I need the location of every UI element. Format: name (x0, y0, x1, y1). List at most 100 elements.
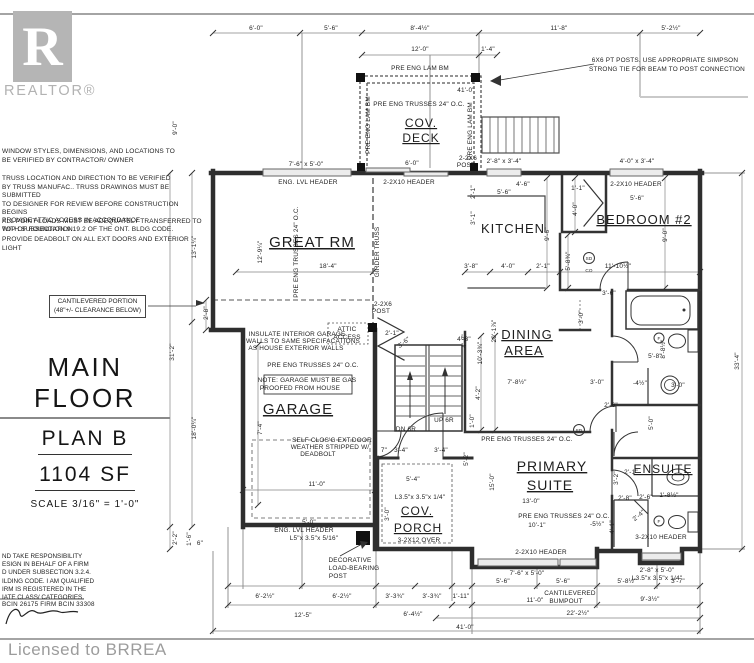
dimension-text: 3'-0" (590, 379, 604, 386)
patio-door (365, 167, 411, 173)
ensuite-sink-basin (671, 472, 685, 482)
dimension-text: 33'-4" (734, 352, 741, 369)
room-label-great-rm: GREAT RM (269, 234, 355, 251)
dimension-text: 2'-1" (385, 330, 399, 337)
room-label-ensuite: ENSUITE (633, 462, 692, 476)
dimension-text: 7'-6" x 5'-0" (510, 570, 545, 577)
dimension-text: 31'-2" (169, 343, 176, 360)
window-great-rm (262, 168, 352, 177)
girder-post (368, 323, 377, 332)
toilet-ensuite (687, 511, 699, 533)
plan-label: AS HOUSE EXTERIOR WALLS (248, 345, 343, 352)
plan-title: MAIN FLOOR (0, 352, 170, 419)
plan-label: LOAD-BEARING (329, 565, 380, 572)
patio-door (403, 171, 449, 177)
plan-text-layer: 6'-0"5'-6"8'-4½"11'-8"5'-2½"12'-0"1'-4"P… (169, 24, 745, 631)
plan-label: PRE ENG LAM BM (391, 65, 449, 72)
dimension-lines (169, 32, 743, 632)
plan-label: INSULATE INTERIOR GARAGE (248, 331, 345, 338)
plan-label: ENG. LVL HEADER (274, 527, 334, 534)
dimension-text: 12'-9¼" (257, 240, 264, 263)
dimension-text: 10'-3¾" (477, 341, 484, 364)
dimension-text: 9'-0" (662, 228, 669, 242)
dimension-text: 2'-8" (203, 306, 210, 320)
dimension-text: 18'-0¼" (191, 416, 198, 439)
realtor-logo-letter: R (22, 15, 63, 78)
dimension-text: 5'-0" (648, 416, 655, 430)
dimension-text: 2'-1" (536, 263, 550, 270)
dimension-text: 41'-0" (457, 87, 474, 94)
dimension-text: 5'-6" (630, 195, 644, 202)
plan-label: 3-2X10 HEADER (635, 534, 687, 541)
doors (374, 261, 639, 497)
dimension-text: -5½" (590, 520, 604, 528)
dimension-text: 1'-4" (481, 46, 495, 53)
shower-door (633, 499, 649, 515)
leader-arrow (490, 75, 501, 86)
dimension-text: 12'-5" (294, 612, 311, 619)
plan-label: PRE ENG TRUSSES 24" O.C. (293, 206, 300, 297)
dimension-text: CO (585, 268, 593, 273)
dimension-text: 3'-6" (397, 336, 412, 350)
plan-label: DN 6R (396, 426, 416, 433)
plan-label: CANTILEVERED (544, 590, 596, 597)
dimension-text: 10'-1" (528, 522, 545, 529)
dimension-text: 3'-3¾" (385, 593, 404, 600)
dimension-text: 2'-8" x 3'-4" (487, 158, 522, 165)
plan-label: ACCESS (333, 334, 360, 341)
plan-label: UP 6R (434, 417, 454, 424)
dimension-text: 2'-6" (639, 494, 653, 501)
plan-label: PRE ENG LAM BM (467, 102, 474, 160)
dimension-text: 7" (381, 447, 387, 454)
dimension-text: 41'-0" (456, 624, 473, 631)
page-border-lines (0, 13, 754, 640)
dimension-text: 11'-10½" (605, 262, 631, 270)
leader-arrow (196, 300, 205, 306)
dimension-text: 11'-0" (526, 597, 543, 604)
signature-icon (5, 608, 79, 625)
window-ensuite (641, 552, 682, 561)
dimension-text: 15'-0" (489, 473, 496, 490)
deck-post (356, 73, 365, 82)
bcin-numbers: BCIN 26175 FIRM BCIN 33308 (2, 601, 95, 608)
note-attic-access: PROVIDE ATTIC ACCESS IN ACCORDANCE WITH … (2, 217, 174, 233)
dimension-text: 5'-6" (324, 25, 338, 32)
dimension-text: 1'-6" (186, 532, 193, 546)
ensuite-vanity (651, 458, 700, 497)
cantilever-note: CANTILEVERED PORTION (48"+/- CLEARANCE B… (49, 295, 146, 319)
dimension-text: F (657, 336, 660, 341)
note-deadbolt: PROVIDE DEADBOLT ON ALL EXT DOORS AND EX… (2, 236, 189, 252)
dimension-text: 11'-8" (550, 25, 567, 32)
bath-sink (660, 375, 680, 395)
dimension-text: 4'-2" (461, 334, 468, 348)
plan-scale: SCALE 3/16" = 1'-0" (30, 499, 140, 510)
plan-label: 3-2X12 OVER (398, 537, 441, 544)
plan-label: BUMPOUT (549, 598, 582, 605)
bathtub-drain (682, 308, 686, 312)
porch-post (356, 531, 370, 545)
dimension-text: 4'-0" (501, 263, 515, 270)
room-label-garage: GARAGE (263, 401, 333, 418)
dimension-text: 13'-1¼" (191, 235, 198, 258)
dimension-text: 13'-0" (522, 498, 539, 505)
plan-label: ATTIC (338, 326, 357, 333)
dimension-text: 4'-3" (457, 336, 471, 343)
plan-variant: PLAN B (37, 427, 133, 455)
dimension-text: 9'-3½" (640, 595, 659, 603)
plan-label: 2-2X10 HEADER (383, 179, 435, 186)
room-label-porch: PORCH (394, 521, 442, 535)
dimension-text: 3'-3¾" (422, 593, 441, 600)
plan-label: WALLS TO SAME SPECIFACATIONS (246, 338, 360, 345)
dimension-text: 7'-4" (257, 421, 264, 435)
dimension-text: 6'-0" (249, 25, 263, 32)
dimension-text: 5'-8¾" (565, 251, 572, 270)
dimension-text: 2'-8" (618, 495, 632, 502)
bathtub-basin (630, 295, 691, 326)
dimension-text: 6'-2½" (332, 592, 351, 600)
room-label-primary: PRIMARY (517, 458, 588, 474)
dimension-text: 18'-4" (319, 263, 336, 270)
plan-label: DECORATIVE (328, 557, 371, 564)
dimension-text: 3'-8" (464, 263, 478, 270)
dimension-text: 3'-2" (613, 471, 620, 485)
